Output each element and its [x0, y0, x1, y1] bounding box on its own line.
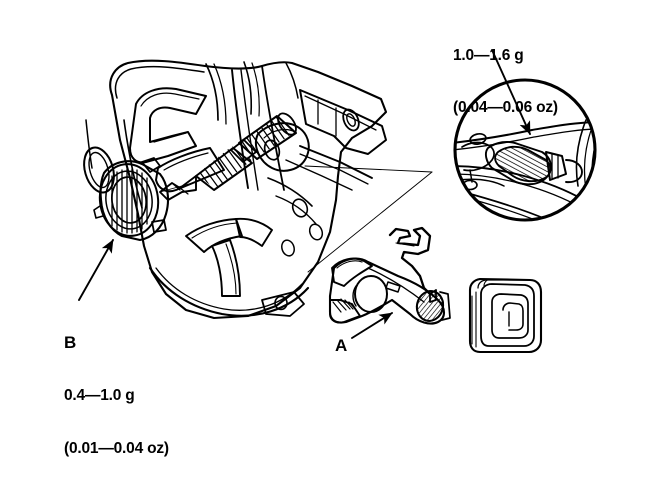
technical-drawing: [78, 49, 597, 354]
grease-spec-b-label: B 0.4—1.0 g (0.01—0.04 oz): [64, 298, 169, 492]
grease-spec-top-label: 1.0—1.6 g (0.04—0.06 oz): [453, 12, 558, 151]
arrow-top-callout: [491, 49, 531, 135]
grease-spec-b-line2: (0.01—0.04 oz): [64, 439, 169, 457]
arrow-callout-a: [351, 312, 393, 339]
input-shaft: [159, 112, 297, 201]
callout-marker-b: B: [64, 332, 77, 352]
fork-boot: [468, 277, 543, 354]
figure-canvas: 1.0—1.6 g (0.04—0.06 oz) B 0.4—1.0 g (0.…: [64, 12, 597, 457]
fork-spring-clip: [388, 226, 437, 303]
detail-leader-lines: [304, 165, 433, 273]
release-bearing: [93, 157, 197, 242]
grease-spec-top-line2: (0.04—0.06 oz): [453, 98, 558, 116]
arrow-callout-b: [78, 239, 114, 301]
release-fork: [328, 257, 451, 325]
grease-spec-b-line1: 0.4—1.0 g: [64, 387, 135, 405]
transmission-housing: [83, 59, 388, 320]
grease-spec-top-line1: 1.0—1.6 g: [453, 46, 524, 64]
callout-marker-a: A: [335, 336, 348, 355]
